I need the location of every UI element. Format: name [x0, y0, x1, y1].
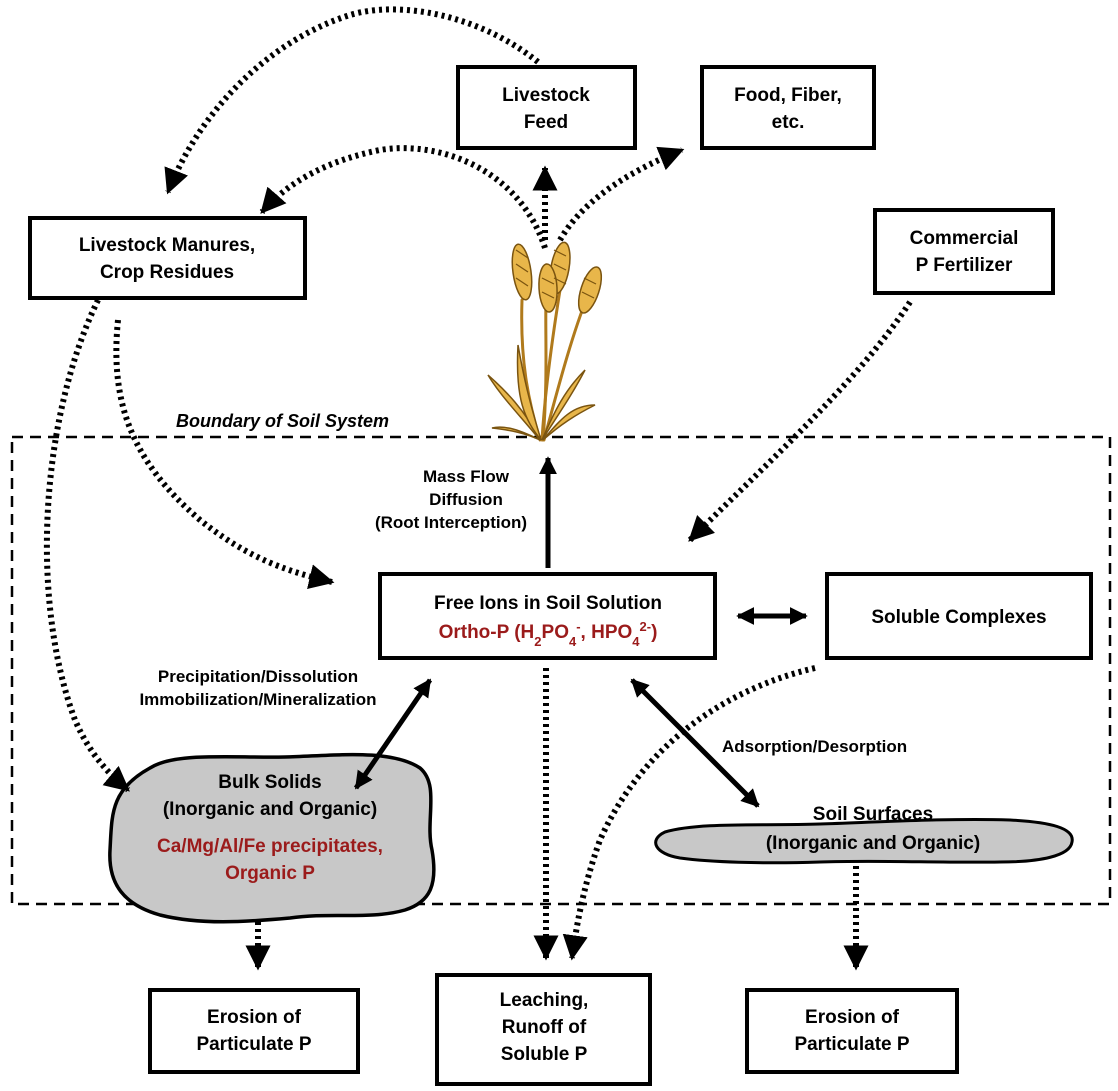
- commercial-fertilizer-box: Commercial P Fertilizer: [873, 208, 1055, 295]
- arrow-ions-surfaces: [630, 678, 760, 808]
- uptake-label-2: Diffusion: [429, 490, 503, 509]
- leaching-box: Leaching, Runoff of Soluble P: [435, 973, 652, 1086]
- svg-text:Organic P: Organic P: [225, 863, 315, 884]
- erosion-right-box: Erosion of Particulate P: [745, 988, 959, 1074]
- svg-text:Erosion of: Erosion of: [207, 1007, 302, 1028]
- svg-text:Erosion of: Erosion of: [805, 1007, 900, 1028]
- bulk-solids: Bulk Solids (Inorganic and Organic) Ca/M…: [108, 752, 436, 924]
- svg-text:Soluble P: Soluble P: [501, 1044, 588, 1065]
- boundary-label: Boundary of Soil System: [176, 411, 389, 431]
- svg-text:etc.: etc.: [772, 112, 805, 133]
- precip-label-2: Immobilization/Mineralization: [139, 690, 376, 709]
- free-ions-box: Free Ions in Soil Solution Ortho-P (H2PO…: [378, 572, 717, 660]
- uptake-label-3: (Root Interception): [375, 513, 527, 532]
- food-fiber-box: Food, Fiber, etc.: [700, 65, 876, 150]
- svg-text:(Inorganic and Organic): (Inorganic and Organic): [766, 833, 980, 854]
- livestock-feed-box: Livestock Feed: [456, 65, 637, 150]
- svg-text:Crop Residues: Crop Residues: [100, 262, 234, 283]
- soil-system-boundary: [10, 435, 1112, 906]
- svg-text:P Fertilizer: P Fertilizer: [916, 255, 1013, 276]
- arrow-plant-to-manures: [259, 145, 548, 249]
- soluble-complexes-box: Soluble Complexes: [825, 572, 1093, 660]
- wheat-plant-icon: [487, 241, 603, 442]
- svg-text:Free Ions in Soil Solution: Free Ions in Soil Solution: [434, 593, 662, 614]
- svg-text:Particulate P: Particulate P: [196, 1034, 311, 1055]
- svg-text:Ca/Mg/Al/Fe precipitates,: Ca/Mg/Al/Fe precipitates,: [157, 836, 383, 857]
- uptake-label-1: Mass Flow: [423, 467, 510, 486]
- arrow-fertilizer-to-ions: [687, 300, 913, 543]
- svg-text:Food, Fiber,: Food, Fiber,: [734, 85, 842, 106]
- manures-box: Livestock Manures, Crop Residues: [28, 216, 307, 300]
- svg-text:(Inorganic and Organic): (Inorganic and Organic): [163, 799, 377, 820]
- adsorption-label: Adsorption/Desorption: [722, 737, 907, 756]
- svg-text:Particulate P: Particulate P: [794, 1034, 909, 1055]
- dotted-arrows: [43, 6, 913, 971]
- svg-text:Soluble Complexes: Soluble Complexes: [871, 607, 1046, 628]
- soil-surfaces: Soil Surfaces (Inorganic and Organic): [654, 804, 1074, 865]
- ortho-p-formula: Ortho-P (H2PO4-, HPO42-): [439, 619, 658, 649]
- arrow-complexes-to-leaching: [562, 665, 816, 961]
- svg-text:Runoff of: Runoff of: [502, 1017, 587, 1038]
- arrow-ions-bulk: [353, 678, 433, 790]
- arrow-manures-to-ions: [113, 319, 335, 590]
- svg-text:Feed: Feed: [524, 112, 568, 133]
- svg-text:Leaching,: Leaching,: [500, 990, 589, 1011]
- svg-text:Soil Surfaces: Soil Surfaces: [813, 804, 933, 825]
- svg-text:Commercial: Commercial: [910, 228, 1019, 249]
- erosion-left-box: Erosion of Particulate P: [148, 988, 360, 1074]
- svg-text:Livestock: Livestock: [502, 85, 590, 106]
- svg-text:Bulk Solids: Bulk Solids: [218, 772, 321, 793]
- solid-arrows: [353, 456, 808, 808]
- arrow-manures-to-bulk: [43, 298, 130, 793]
- svg-text:Livestock Manures,: Livestock Manures,: [79, 235, 255, 256]
- precip-label-1: Precipitation/Dissolution: [158, 667, 358, 686]
- arrow-plant-to-food: [557, 146, 685, 242]
